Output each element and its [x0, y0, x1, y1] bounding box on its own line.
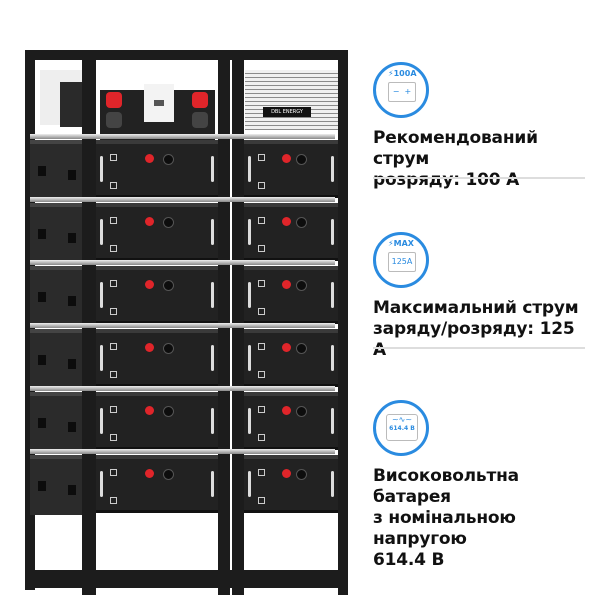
module-side: [30, 266, 82, 326]
breaker-icon: [106, 112, 122, 128]
feature-text: з номінальною напругою: [373, 508, 516, 549]
brand-label: DBL ENERGY: [263, 107, 311, 117]
inverter-unit: [60, 82, 82, 127]
shelf: [30, 323, 335, 328]
icon-text: 614.4 B: [389, 425, 415, 432]
icon-text: 125A: [388, 252, 416, 272]
module-side: [30, 140, 82, 200]
module-side: [30, 455, 82, 515]
rack-post: [218, 50, 230, 595]
feature-text: розряду: 100 А: [373, 170, 520, 190]
feature-text: Високовольтна батарея: [373, 466, 519, 507]
battery-module: [96, 329, 218, 387]
red-breaker-icon: [106, 92, 122, 108]
rack-post: [338, 50, 348, 595]
rack-post: [82, 50, 96, 595]
battery-module: [96, 455, 218, 513]
shelf: [30, 134, 335, 139]
voltage-monitor-icon: ~∿~ 614.4 B: [373, 400, 429, 456]
rack-post: [232, 50, 244, 595]
feature-text: 614.4 В: [373, 550, 445, 570]
battery-module: [244, 266, 338, 324]
feature-text: Максимальний струм: [373, 298, 579, 318]
battery-module: [96, 140, 218, 198]
divider: [373, 177, 585, 179]
shelf: [30, 386, 335, 391]
feature-text: Рекомендований струм: [373, 128, 538, 169]
module-side: [30, 329, 82, 389]
breaker-icon: [192, 112, 208, 128]
rack-base: [25, 570, 348, 588]
main-switch-icon: [144, 84, 174, 122]
battery-module: [244, 455, 338, 513]
battery-max-125a-icon: ⚡MAX 125A: [373, 232, 429, 288]
module-side: [30, 392, 82, 452]
battery-module: [96, 266, 218, 324]
divider: [373, 347, 585, 349]
icon-text: ⚡100A: [388, 69, 417, 78]
battery-module: [96, 392, 218, 450]
shelf: [30, 260, 335, 265]
module-side: [30, 203, 82, 263]
battery-100a-icon: ⚡100A − +: [373, 62, 429, 118]
red-breaker-icon: [192, 92, 208, 108]
battery-module: [96, 203, 218, 261]
battery-rack-image: DBL ENERGY: [20, 50, 350, 595]
feature-text: заряду/розряду: 125 А: [373, 319, 575, 360]
shelf: [30, 197, 335, 202]
control-panel: [100, 84, 215, 140]
shelf: [30, 449, 335, 454]
battery-module: [244, 140, 338, 198]
battery-module: [244, 329, 338, 387]
battery-module: [244, 392, 338, 450]
battery-module: [244, 203, 338, 261]
icon-text: ⚡MAX: [388, 239, 414, 248]
mesh-panel: [245, 70, 338, 130]
rack-top-frame: [25, 50, 345, 60]
